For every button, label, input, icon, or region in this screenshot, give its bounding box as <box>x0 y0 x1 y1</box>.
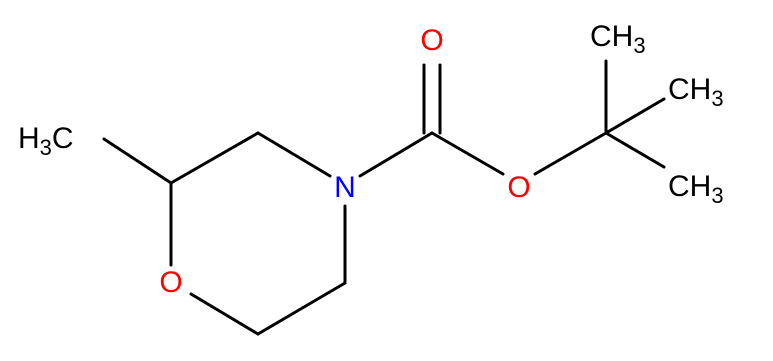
bonds <box>102 59 666 336</box>
bond-cq-methyl-3 <box>604 131 666 169</box>
bond-c3-n <box>256 131 332 178</box>
bond-ester-o-cq <box>533 131 608 176</box>
bond-c5-c6 <box>256 281 347 336</box>
bond-carbonyl-ester-o <box>430 131 505 176</box>
tbutyl-methyl-label-3: CH3 <box>668 170 724 208</box>
tbutyl-methyl-label-2: CH3 <box>668 73 724 111</box>
tbutyl-methyl-label-1: CH3 <box>590 20 646 58</box>
bond-cq-methyl-2 <box>604 97 666 135</box>
ring-oxygen-label: O <box>159 266 182 299</box>
methyl-label-left: H3C <box>18 122 74 160</box>
ester-oxygen-label: O <box>507 171 530 204</box>
ring-nitrogen-label: N <box>334 171 356 204</box>
bond-c2-c3 <box>169 131 260 185</box>
bond-c6-o1 <box>189 292 260 336</box>
carbonyl-oxygen-label: O <box>420 24 443 57</box>
bond-n-carbonyl <box>358 131 434 178</box>
bond-methyl-c2 <box>102 137 173 185</box>
